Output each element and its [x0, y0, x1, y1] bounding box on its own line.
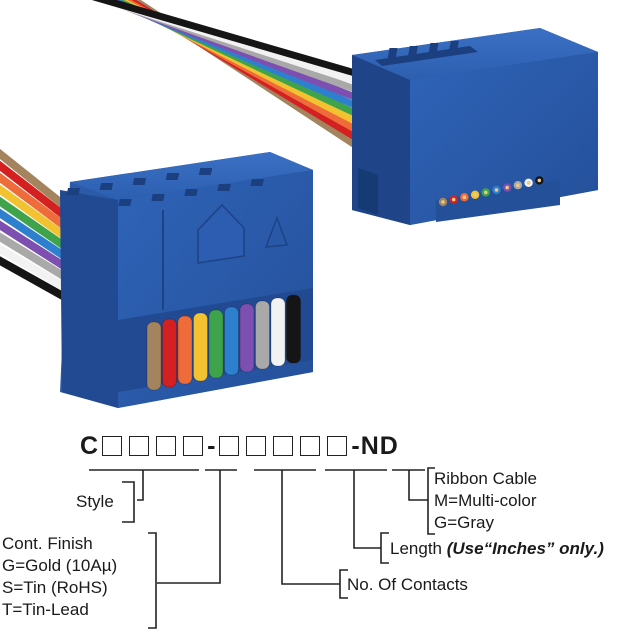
cont-finish-option: S=Tin (RoHS)	[2, 578, 108, 597]
wire-loop-red	[162, 318, 177, 388]
conductor-core	[537, 178, 542, 183]
cont-finish-option: G=Gold (10Aµ)	[2, 556, 118, 575]
ribbon-cable-option: M=Multi-color	[434, 491, 537, 510]
ribbon-cable-left	[0, 148, 73, 304]
ribbon-wire-black	[0, 256, 72, 304]
ribbon-wire-black	[91, 0, 359, 77]
ribbon-wire-blue	[103, 0, 359, 109]
ribbon-cable-upper	[91, 0, 359, 149]
wire-loops	[146, 294, 301, 391]
cont-finish-title: Cont. Finish	[2, 534, 93, 553]
length-block: Length (Use“Inches” only.)	[390, 538, 604, 560]
part-number-placeholder-box	[102, 436, 123, 456]
wire-loop-white	[270, 297, 286, 367]
ribbon-wire-blue	[0, 208, 73, 264]
conductor-core	[516, 183, 520, 187]
wire-loop-gray	[255, 300, 270, 370]
part-number-placeholder-box	[156, 436, 177, 456]
ribbon-wire-violet	[0, 220, 73, 274]
ribbon-wire-white	[0, 244, 73, 294]
left-connector	[60, 152, 313, 408]
wire-loop-black	[286, 294, 301, 364]
part-number-placeholder-box	[246, 436, 267, 456]
right-connector	[352, 28, 598, 225]
wire-loop-violet	[239, 303, 255, 373]
ribbon-wire-green	[0, 196, 73, 254]
wire-end-dots	[438, 176, 544, 207]
part-number-placeholder-box	[273, 436, 294, 456]
wire-loop-brown	[146, 321, 162, 391]
part-number-group-1	[99, 432, 207, 460]
contacts-label: No. Of Contacts	[347, 575, 468, 594]
part-number-group-2	[216, 432, 351, 460]
conductor-core	[462, 195, 467, 199]
conductor-core	[494, 188, 499, 192]
conductor-core	[441, 200, 445, 204]
part-number-placeholder-box	[300, 436, 321, 456]
conductor-core	[484, 190, 488, 195]
conductor-core	[526, 181, 531, 185]
style-label: Style	[76, 492, 114, 511]
conductor-core	[505, 185, 510, 190]
part-number-separator: -	[207, 432, 217, 460]
conductor-core	[451, 197, 456, 202]
part-number-template: C - -ND	[80, 432, 399, 461]
polarization-key	[197, 203, 245, 264]
part-number-suffix: -ND	[351, 432, 399, 460]
part-number-placeholder-box	[183, 436, 204, 456]
part-number-diagram-lines	[89, 467, 435, 629]
cont-finish-option: T=Tin-Lead	[2, 600, 89, 619]
ribbon-wire-red	[0, 160, 73, 224]
ribbon-cable-option: G=Gray	[434, 513, 494, 532]
conductor-core	[473, 193, 477, 197]
part-number-placeholder-box	[129, 436, 150, 456]
length-label: Length	[390, 539, 442, 558]
ribbon-wire-yellow	[0, 184, 73, 244]
part-number-prefix: C	[80, 432, 100, 460]
ribbon-cable-block: Ribbon Cable M=Multi-color G=Gray	[434, 468, 537, 534]
cable-assembly-illustration	[0, 0, 598, 408]
length-note: (Use“Inches” only.)	[446, 539, 604, 558]
ribbon-wire-orange	[0, 172, 73, 234]
wire-loop-yellow	[193, 312, 208, 382]
wire-loop-green	[208, 309, 224, 379]
ribbon-wire-violet	[99, 0, 359, 101]
ribbon-wire-gray	[0, 232, 73, 284]
wire-loop-blue	[224, 306, 239, 376]
pin1-triangle-marker	[264, 215, 289, 248]
cont-finish-block: Cont. Finish G=Gold (10Aµ) S=Tin (RoHS) …	[2, 533, 117, 621]
part-number-placeholder-box	[219, 436, 240, 456]
part-number-placeholder-box	[327, 436, 348, 456]
pin-holes	[66, 168, 264, 206]
ribbon-cable-title: Ribbon Cable	[434, 469, 538, 488]
ribbon-wire-brown	[0, 148, 73, 214]
wire-loop-orange	[177, 315, 193, 385]
